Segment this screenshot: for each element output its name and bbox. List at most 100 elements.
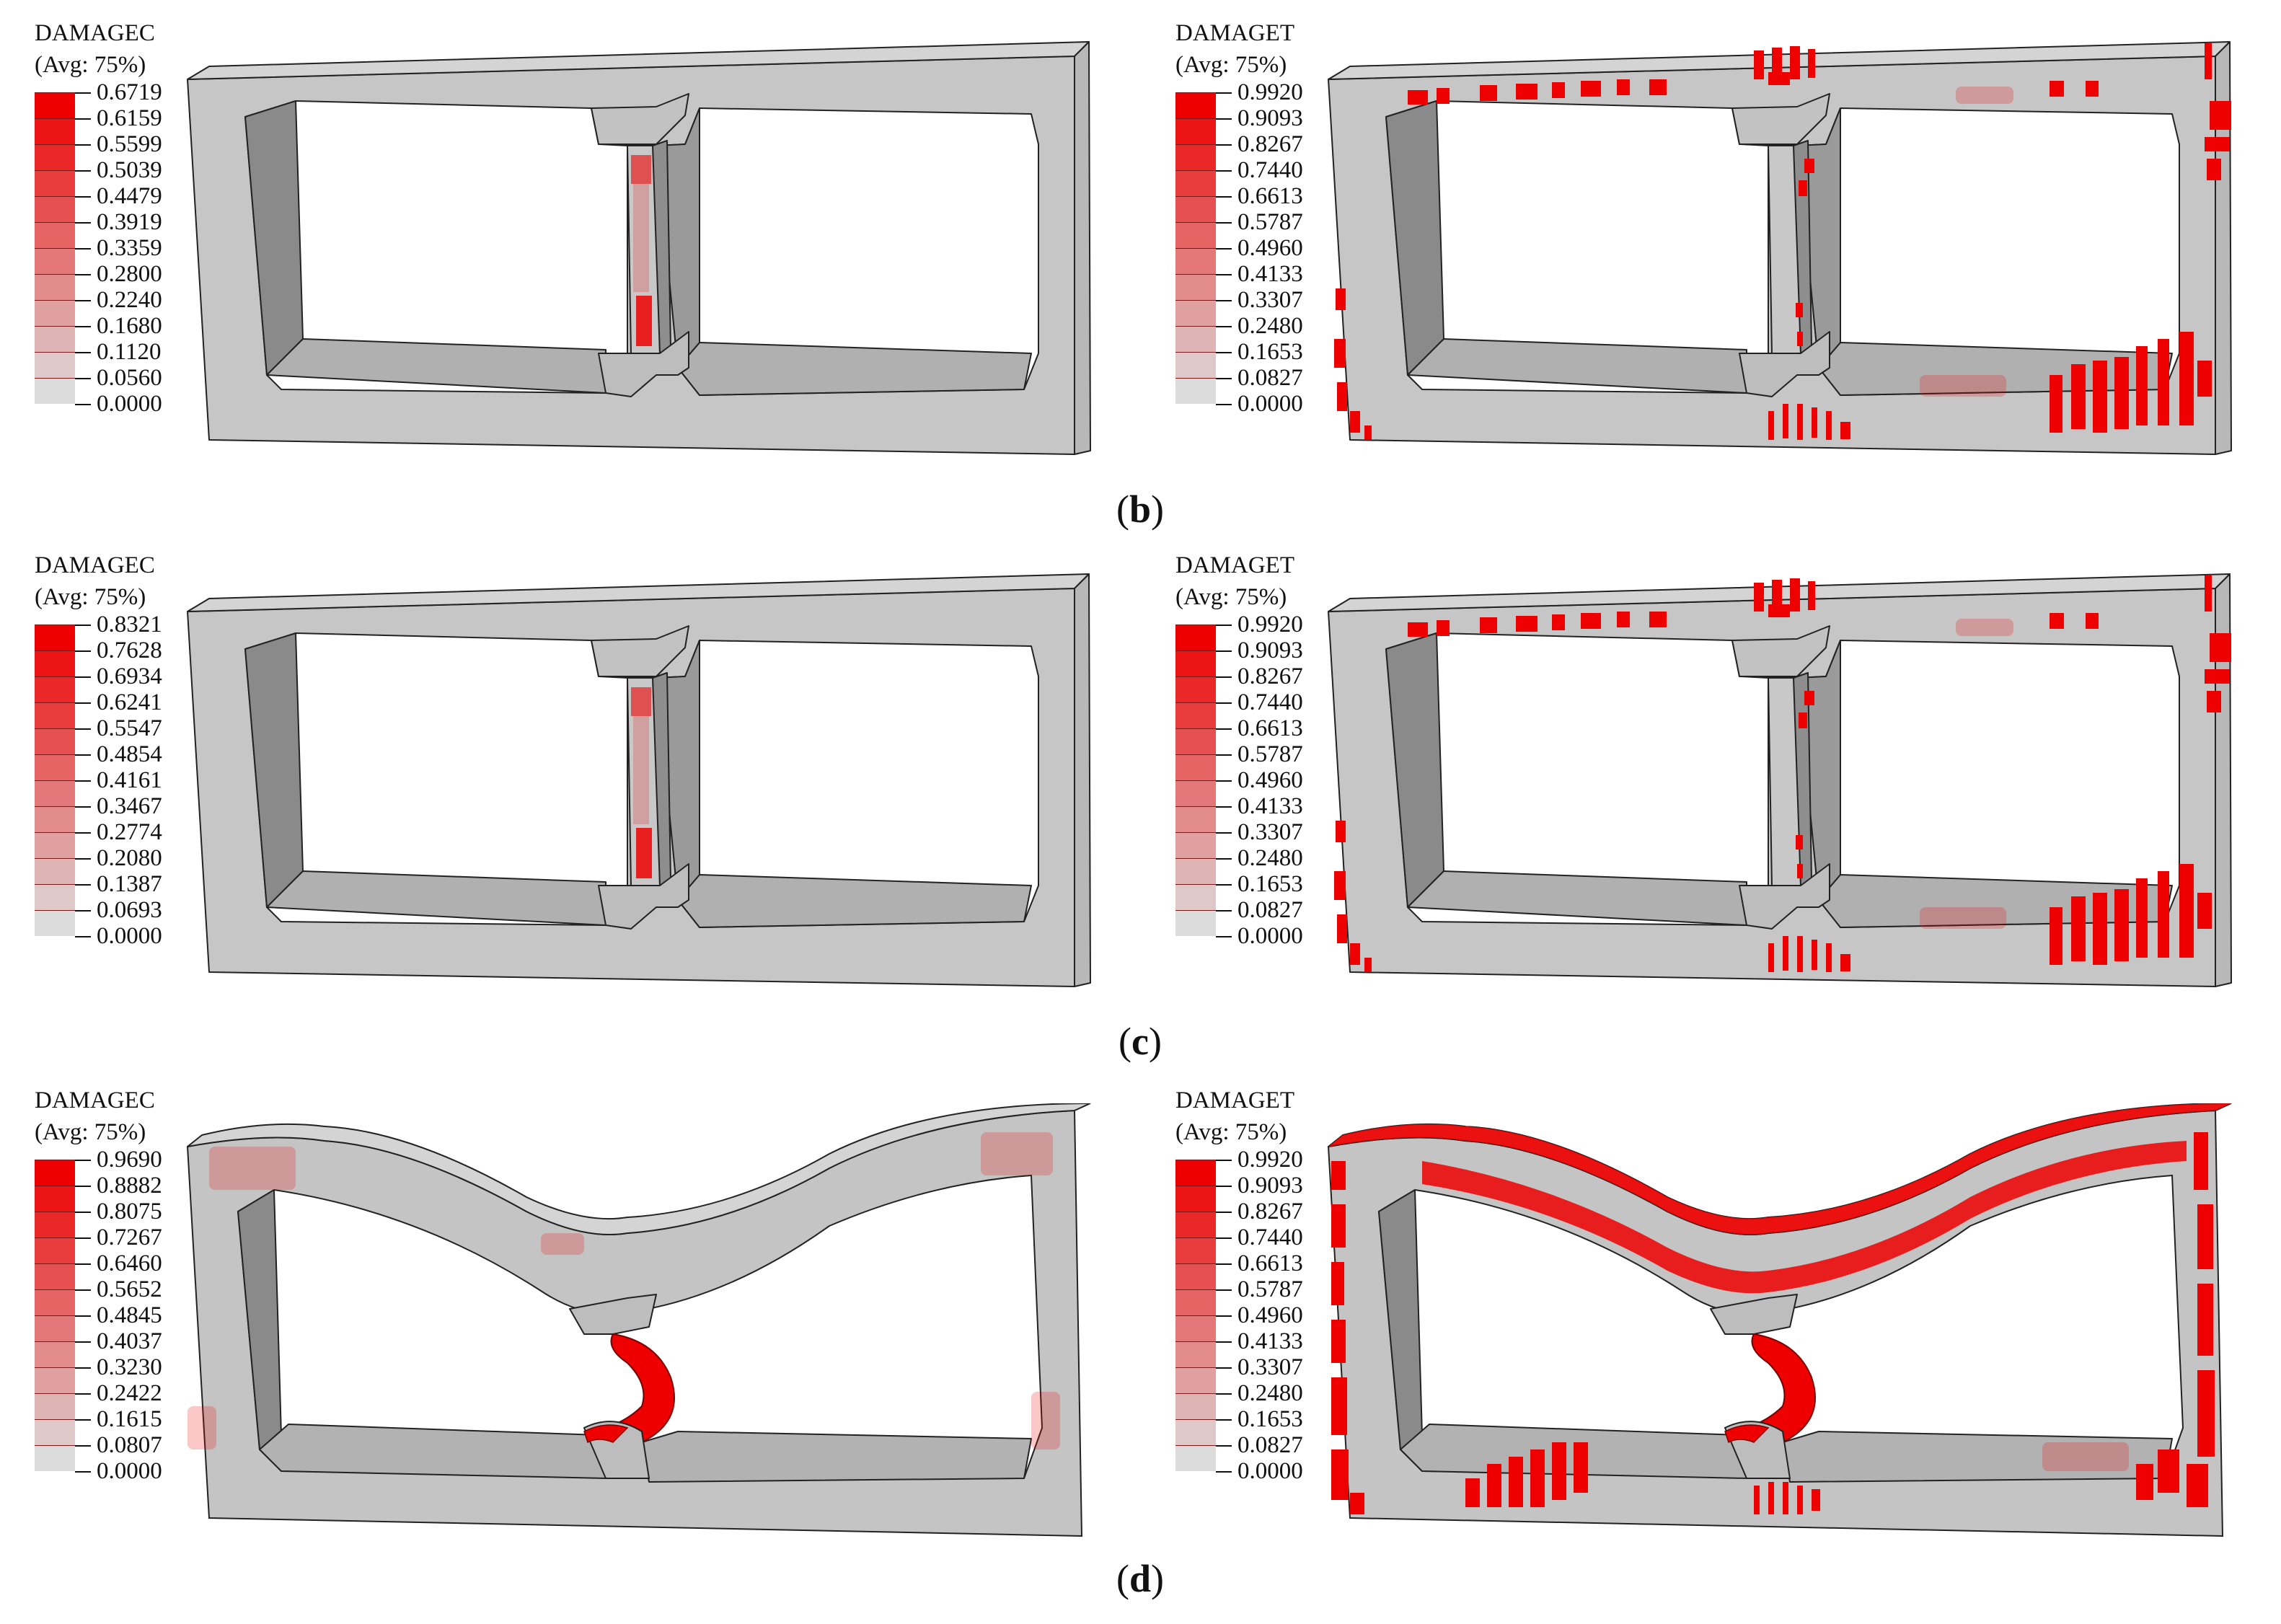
scale-tick-mark xyxy=(75,118,91,120)
damage-haze xyxy=(209,1147,296,1190)
scale-tick-mark xyxy=(1216,936,1232,937)
scale-tick-label: 0.1653 xyxy=(1237,871,1303,897)
left-wall-damage xyxy=(1334,871,1346,900)
top-slab-damage xyxy=(1754,583,1764,612)
scale-tick-label: 0.0693 xyxy=(97,897,162,923)
scale-tick-label: 0.4960 xyxy=(1237,1302,1303,1328)
scale-band xyxy=(1175,1186,1216,1212)
left-wall-damage xyxy=(1334,339,1346,368)
scale-band xyxy=(35,754,75,780)
end-damage xyxy=(2205,43,2212,79)
scale-tick-label: 0.8321 xyxy=(97,612,162,637)
scale-band xyxy=(35,274,75,300)
scale-tick-label: 0.6460 xyxy=(97,1250,162,1276)
scale-tick-mark xyxy=(75,936,91,937)
scale-tick-label: 0.9920 xyxy=(1237,79,1303,105)
scale-tick-mark xyxy=(1216,1263,1232,1265)
bottom-slab-damage xyxy=(1840,954,1850,971)
scale-band xyxy=(1175,650,1216,676)
bottom-slab-damage xyxy=(1797,936,1803,972)
scale-tick-label: 0.7440 xyxy=(1237,157,1303,183)
web-bottom-damage xyxy=(583,1424,629,1444)
legend-subtitle: (Avg: 75%) xyxy=(35,1119,146,1145)
scale-band xyxy=(1175,92,1216,118)
deformed-box-girder-model xyxy=(186,1103,1091,1537)
scale-tick-mark xyxy=(1216,144,1232,146)
scale-band xyxy=(35,1160,75,1186)
scale-tick-label: 0.2480 xyxy=(1237,845,1303,871)
scale-tick-label: 0.4479 xyxy=(97,183,162,209)
bottom-slab-damage xyxy=(2197,893,2212,929)
scale-tick-mark xyxy=(75,1471,91,1473)
scale-band xyxy=(35,1393,75,1419)
scale-tick-label: 0.7440 xyxy=(1237,689,1303,715)
scale-band xyxy=(1175,806,1216,832)
scale-band xyxy=(35,1212,75,1237)
scale-tick-label: 0.8075 xyxy=(97,1199,162,1224)
top-slab-damage xyxy=(1581,613,1601,629)
scale-tick-label: 0.8882 xyxy=(97,1173,162,1199)
web-bottom-haunch xyxy=(598,331,689,397)
scale-tick-mark xyxy=(1216,806,1232,808)
scale-tick-mark xyxy=(1216,910,1232,912)
scale-tick-mark xyxy=(75,676,91,678)
deformed-top-face xyxy=(187,1103,1091,1235)
top-slab-damage xyxy=(1790,46,1800,79)
scale-tick-label: 0.3307 xyxy=(1237,1354,1303,1380)
scale-tick-label: 0.0560 xyxy=(97,365,162,391)
top-slab-damage xyxy=(1808,49,1815,78)
scale-band xyxy=(35,326,75,352)
web-damage-spot xyxy=(636,296,652,346)
bottom-slab-damage xyxy=(2158,871,2169,958)
scale-band xyxy=(1175,1237,1216,1263)
scale-tick-mark xyxy=(1216,1445,1232,1447)
scale-tick-mark xyxy=(75,702,91,704)
bottom-slab-damage xyxy=(2093,361,2107,433)
scale-tick-label: 0.1653 xyxy=(1237,1406,1303,1432)
top-slab-damage xyxy=(1617,612,1630,627)
scale-tick-mark xyxy=(1216,676,1232,678)
bottom-slab-damage xyxy=(2136,346,2148,425)
scale-band xyxy=(35,378,75,404)
bottom-slab-damage xyxy=(1840,422,1850,439)
scale-tick-mark xyxy=(75,1445,91,1447)
left-wall-damage xyxy=(1350,411,1360,433)
top-slab-damage xyxy=(1772,580,1782,612)
scale-tick-mark xyxy=(75,780,91,782)
scale-tick-mark xyxy=(1216,1212,1232,1213)
top-slab-damage xyxy=(1617,79,1630,95)
scale-tick-label: 0.0000 xyxy=(1237,1458,1303,1484)
scale-band xyxy=(35,118,75,144)
end-damage xyxy=(2210,633,2231,662)
web-damage xyxy=(1797,332,1803,346)
scale-tick-label: 0.0827 xyxy=(1237,897,1303,923)
web-bottom-damage xyxy=(1724,1424,1770,1444)
scale-band xyxy=(35,1186,75,1212)
scale-band xyxy=(35,832,75,858)
scale-band xyxy=(1175,1341,1216,1367)
scale-band xyxy=(1175,832,1216,858)
top-slab-damage xyxy=(2050,613,2064,629)
bottom-slab-damage xyxy=(2071,364,2086,429)
scale-tick-label: 0.2800 xyxy=(97,261,162,287)
scale-tick-label: 0.2480 xyxy=(1237,1380,1303,1406)
top-slab-damage xyxy=(1754,50,1764,79)
scale-tick-label: 0.7440 xyxy=(1237,1224,1303,1250)
web-bottom-haunch xyxy=(1739,331,1830,397)
web-top-haunch xyxy=(1731,625,1830,677)
scale-band xyxy=(1175,1315,1216,1341)
scale-band xyxy=(1175,1419,1216,1445)
scale-tick-mark xyxy=(1216,170,1232,172)
scale-band xyxy=(1175,222,1216,248)
right-wall-damage xyxy=(2194,1132,2208,1190)
scale-tick-label: 0.2422 xyxy=(97,1380,162,1406)
